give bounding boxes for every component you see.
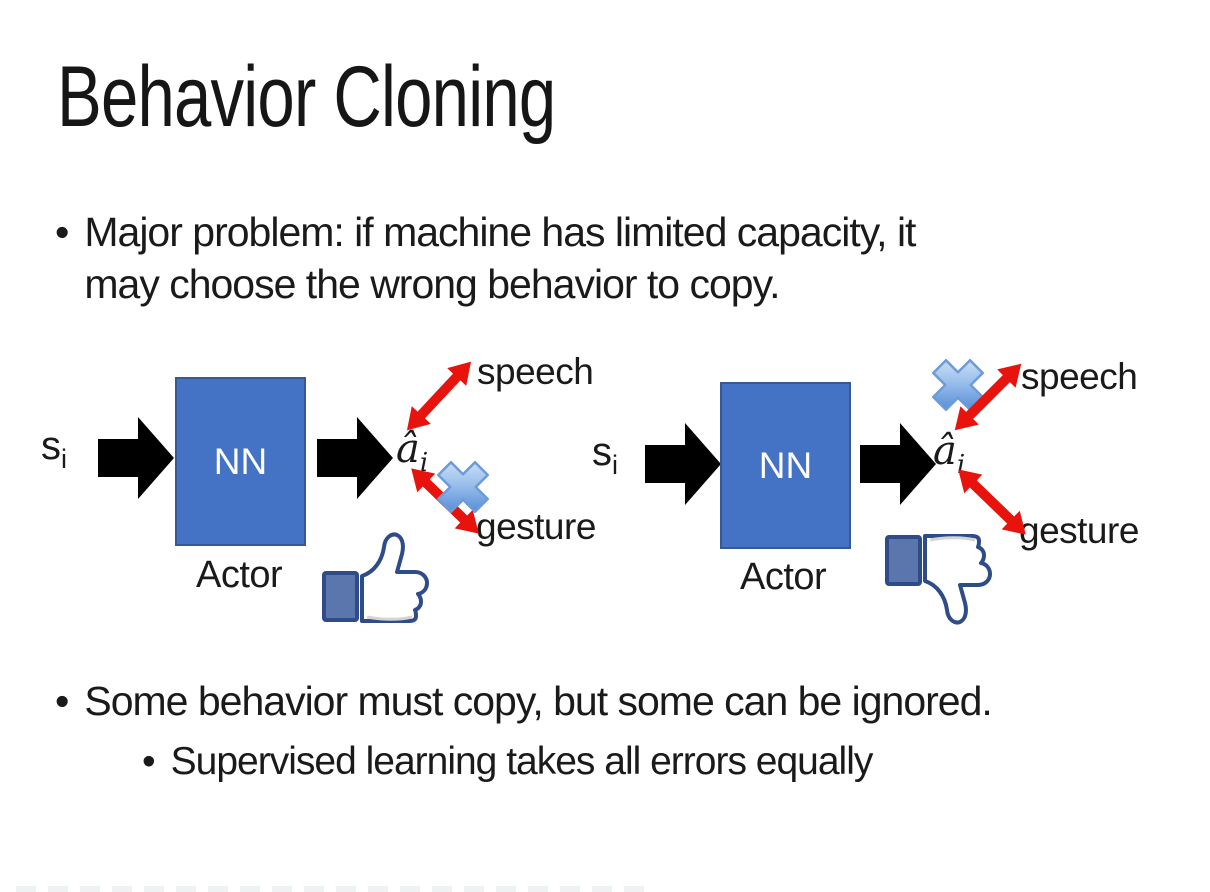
- left-speech-label: speech: [477, 351, 594, 392]
- left-output-action-label: âi: [396, 426, 428, 478]
- thumbs-up-icon: [322, 532, 429, 623]
- black-arrow-icon: [317, 417, 393, 499]
- right-gesture-label: gesture: [1019, 510, 1139, 551]
- action-symbol: â: [933, 428, 957, 474]
- right-output-action-label: âi: [933, 428, 965, 480]
- cross-x-icon: [433, 457, 493, 517]
- bullet-some-behavior: • Some behavior must copy, but some can …: [55, 676, 1155, 726]
- right-nn-box: NN: [720, 382, 851, 549]
- bullet2-text: Some behavior must copy, but some can be…: [84, 678, 992, 724]
- black-arrow-icon: [98, 417, 174, 499]
- double-arrow-speech-icon: [397, 352, 481, 440]
- left-actor-label: Actor: [196, 554, 283, 596]
- left-nn-box: NN: [175, 377, 306, 546]
- bullet-marker: •: [142, 740, 156, 783]
- black-arrow-icon: [860, 423, 936, 505]
- nn-label: NN: [758, 444, 813, 486]
- bullet-major-problem: • Major problem: if machine has limited …: [55, 206, 1115, 310]
- state-subscript: i: [61, 444, 67, 474]
- right-input-state-label: si: [592, 430, 618, 481]
- action-subscript: i: [956, 450, 966, 480]
- right-actor-label: Actor: [740, 556, 827, 598]
- sub-bullet-text: Supervised learning takes all errors equ…: [170, 740, 874, 783]
- state-symbol: s: [41, 424, 61, 468]
- bullet-marker: •: [55, 678, 69, 724]
- sub-bullet-supervised: • Supervised learning takes all errors e…: [142, 738, 1142, 786]
- state-symbol: s: [592, 430, 612, 474]
- left-gesture-label: gesture: [476, 506, 596, 547]
- bullet-marker: •: [55, 209, 69, 255]
- bullet-text: Supervised learning takes all errors equ…: [170, 738, 874, 786]
- bottom-cropped-strip: [16, 886, 646, 892]
- bullet-line-2: may choose the wrong behavior to copy.: [84, 261, 780, 307]
- slide-title: Behavior Cloning: [57, 49, 556, 145]
- right-speech-label: speech: [1021, 356, 1138, 397]
- bullet-line-1: Major problem: if machine has limited ca…: [84, 209, 916, 255]
- black-arrow-icon: [645, 423, 721, 505]
- bullet-text: Major problem: if machine has limited ca…: [84, 206, 916, 310]
- nn-label: NN: [213, 440, 268, 482]
- thumbs-down-icon: [885, 534, 992, 625]
- left-input-state-label: si: [41, 424, 67, 475]
- bullet-text: Some behavior must copy, but some can be…: [84, 676, 992, 726]
- action-symbol: â: [396, 426, 420, 472]
- action-subscript: i: [419, 448, 429, 478]
- state-subscript: i: [612, 450, 618, 480]
